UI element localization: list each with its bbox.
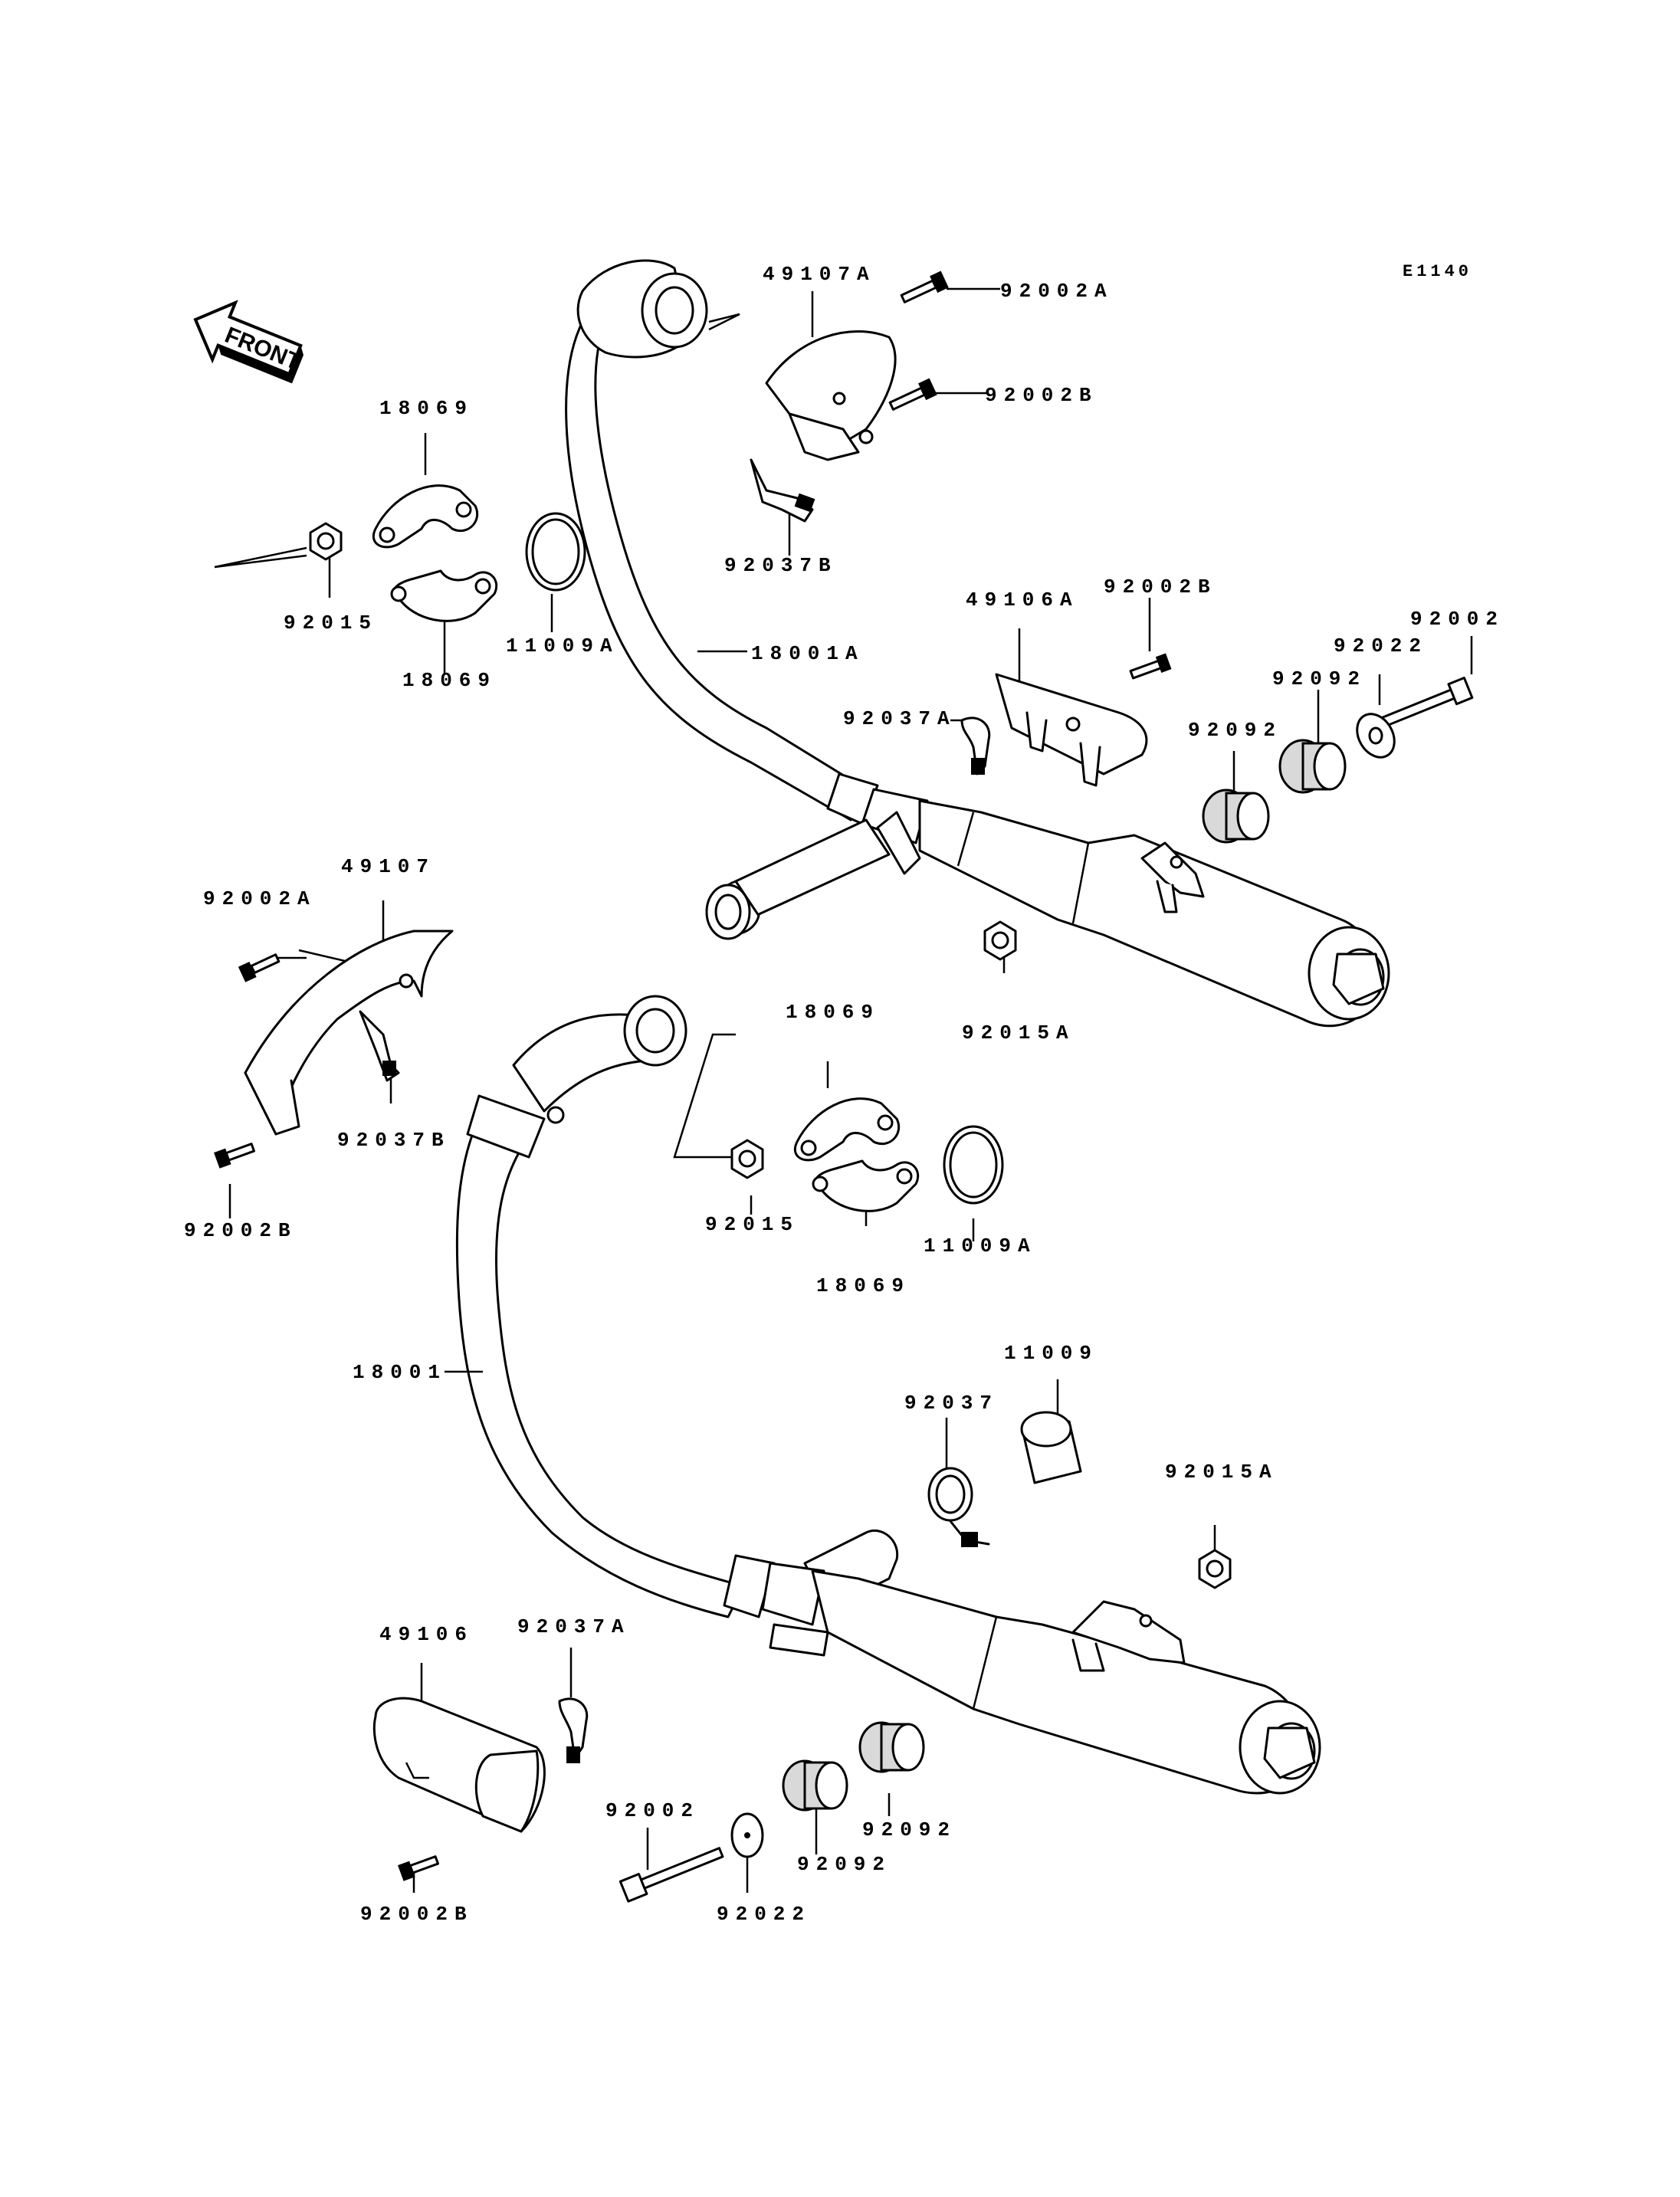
label-92037b-top: 92037B: [724, 554, 838, 577]
exhaust-pipe-18001a-drawing: [565, 259, 1390, 1028]
gasket-11009a-upper-icon: [525, 512, 586, 592]
heat-shield-49107a-drawing: [765, 330, 897, 461]
label-18069-upper-lower: 18069: [402, 669, 497, 692]
washer-92022-lower-icon: [730, 1812, 764, 1858]
label-92092-upper-b: 92092: [1272, 667, 1367, 690]
bolt-92002b-top-icon: [888, 378, 937, 411]
label-92015-middle: 92015: [705, 1213, 799, 1236]
label-92002a-top: 92002A: [1000, 280, 1114, 303]
gasket-11009a-middle-icon: [943, 1125, 1004, 1205]
clamp-92037-drawing: [927, 1467, 990, 1547]
heat-shield-49106a-drawing: [995, 673, 1148, 787]
label-49106: 49106: [379, 1623, 474, 1646]
label-92015a-upper: 92015A: [962, 1021, 1075, 1044]
front-arrow-icon: FRONT: [193, 300, 304, 384]
clamp-92037b-left-drawing: [359, 1010, 400, 1082]
bolt-92002b-bottom-icon: [398, 1855, 439, 1881]
label-92002a-left: 92002A: [203, 887, 317, 910]
damper-92092-upper-b-icon: [1278, 739, 1347, 794]
washer-92022-upper-icon: [1356, 713, 1396, 759]
label-92002b-mid: 92002B: [1104, 575, 1217, 598]
bolt-92002-lower-icon: [619, 1847, 724, 1903]
label-49107a: 49107A: [763, 263, 876, 286]
nut-92015a-lower-icon: [1198, 1549, 1232, 1589]
diagram-code: E1140: [1403, 262, 1472, 281]
flange-18069-upper-left-drawing: [372, 484, 498, 622]
label-92022-upper: 92022: [1334, 635, 1428, 657]
label-92022-lower: 92022: [717, 1903, 811, 1926]
bolt-92002b-mid-icon: [1129, 653, 1172, 680]
label-92037b-left: 92037B: [337, 1129, 451, 1152]
clamp-92037b-top-drawing: [750, 458, 815, 523]
exhaust-pipe-18001-drawing: [455, 995, 1321, 1795]
label-18069-middle-lower: 18069: [816, 1274, 911, 1297]
label-92002b-left: 92002B: [184, 1219, 297, 1242]
label-92037: 92037: [904, 1392, 999, 1415]
label-11009a-middle: 11009A: [924, 1235, 1037, 1258]
label-18069-middle: 18069: [786, 1001, 880, 1024]
label-92002b-bottom: 92002B: [360, 1903, 474, 1926]
damper-92092-lower-a-icon: [782, 1759, 848, 1812]
sleeve-11009-icon: [1020, 1411, 1082, 1484]
leader-lines: [214, 287, 1473, 1893]
clamp-92037a-lower-drawing: [558, 1697, 589, 1763]
label-92015-upper: 92015: [284, 612, 378, 635]
label-92037a-lower: 92037A: [517, 1615, 631, 1638]
flange-18069-middle-drawing: [793, 1097, 920, 1212]
label-18069-upper: 18069: [379, 397, 474, 420]
label-49107: 49107: [341, 855, 435, 878]
nut-92015-middle-icon: [730, 1139, 764, 1179]
clamp-92037a-top-drawing: [960, 716, 991, 776]
label-92037a-top: 92037A: [843, 707, 956, 730]
label-18001a: 18001A: [751, 642, 865, 665]
label-92002b-top: 92002B: [985, 384, 1098, 407]
label-92092-lower-a: 92092: [797, 1853, 891, 1876]
nut-92015a-upper-icon: [983, 920, 1017, 961]
label-92092-lower-b: 92092: [862, 1818, 956, 1841]
damper-92092-upper-a-icon: [1202, 789, 1270, 844]
label-92002-upper: 92002: [1410, 608, 1504, 631]
bolt-92002a-left-icon: [238, 953, 281, 982]
label-92092-upper-a: 92092: [1188, 719, 1282, 742]
heat-shield-49107-drawing: [244, 930, 454, 1136]
label-92015a-lower: 92015A: [1165, 1461, 1278, 1484]
damper-92092-lower-b-icon: [858, 1721, 925, 1773]
bolt-92002a-top-icon: [900, 271, 949, 303]
label-18001: 18001: [353, 1361, 447, 1384]
nut-92015-upper-icon: [309, 522, 343, 561]
label-49106a: 49106A: [966, 589, 1079, 612]
label-92002-lower: 92002: [605, 1799, 700, 1822]
bolt-92002b-left-icon: [214, 1143, 255, 1169]
label-11009a-upper: 11009A: [506, 635, 619, 657]
heat-shield-49106-drawing: [372, 1697, 546, 1833]
label-11009: 11009: [1004, 1342, 1098, 1365]
part-labels: 49107A 92002A 92002B 18069 18069 92015 1…: [184, 263, 1504, 1926]
